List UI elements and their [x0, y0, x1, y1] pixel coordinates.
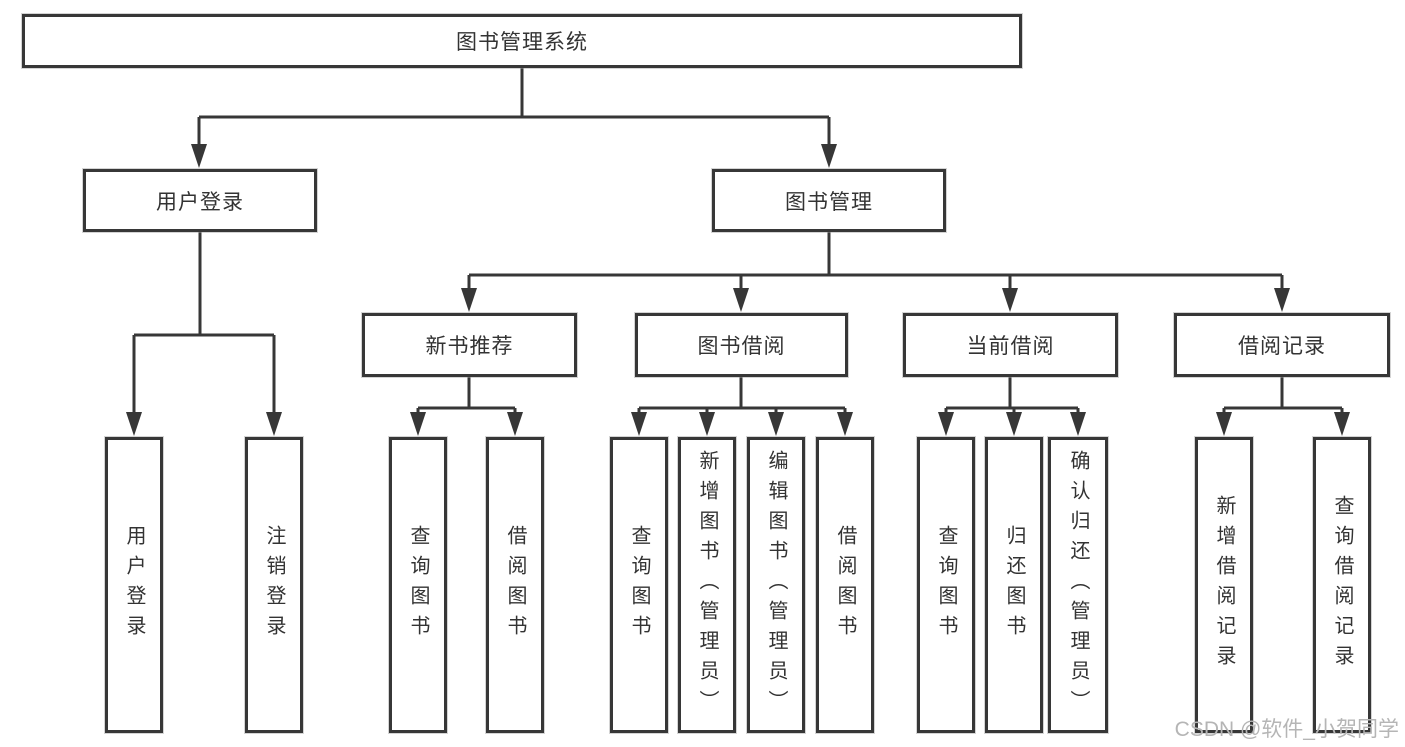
leaf-label: 注销登录 [263, 525, 285, 645]
node-user-login: 用户登录 [83, 169, 317, 232]
node-new-book-recommendation: 新书推荐 [362, 313, 577, 377]
leaf-label: 借阅图书 [834, 525, 856, 645]
arrowhead-icon [191, 144, 207, 168]
arrowhead-icon [631, 412, 647, 436]
node-label: 用户登录 [156, 190, 244, 214]
node-label: 图书借阅 [697, 335, 786, 358]
leaf-label: 查询图书 [407, 525, 429, 645]
connector-newbookrec-to-leaves [416, 377, 517, 414]
leaf-label: 新增图书（管理员） [696, 450, 718, 720]
arrowhead-icon [507, 412, 523, 436]
node-current-borrowing: 当前借阅 [903, 313, 1118, 377]
arrowhead-icon [821, 144, 837, 168]
leaf-query-books-borrowing: 查询图书 [610, 437, 668, 733]
arrowhead-icon [837, 412, 853, 436]
arrowhead-icon [699, 412, 715, 436]
connector-userlogin-to-leaves [132, 232, 276, 414]
leaf-edit-books-admin: 编辑图书（管理员） [747, 437, 805, 733]
node-label: 新书推荐 [425, 335, 514, 358]
arrowhead-icon [1070, 412, 1086, 436]
node-label: 当前借阅 [966, 335, 1055, 358]
arrowhead-icon [1006, 412, 1022, 436]
arrowhead-icon [733, 288, 749, 312]
leaf-borrow-books-borrowing: 借阅图书 [816, 437, 874, 733]
arrowhead-icon [1002, 288, 1018, 312]
arrowhead-icon [1334, 412, 1350, 436]
leaf-return-books: 归还图书 [985, 437, 1043, 733]
leaf-user-login: 用户登录 [105, 437, 163, 733]
leaf-label: 用户登录 [123, 525, 145, 645]
node-book-management: 图书管理 [712, 169, 946, 232]
leaf-label: 确认归还（管理员） [1067, 450, 1089, 720]
arrowhead-icon [266, 412, 282, 436]
leaf-confirm-return-admin: 确认归还（管理员） [1048, 437, 1108, 733]
leaf-query-books-current: 查询图书 [917, 437, 975, 733]
leaf-add-books-admin: 新增图书（管理员） [678, 437, 736, 733]
leaf-label: 查询图书 [628, 525, 650, 645]
connector-bookborrow-to-leaves [637, 377, 847, 414]
arrowhead-icon [1216, 412, 1232, 436]
arrowhead-icon [938, 412, 954, 436]
csdn-watermark: CSDN @软件_小贺同学 [1174, 718, 1399, 741]
node-label: 图书管理系统 [456, 31, 588, 54]
leaf-query-books-recommend: 查询图书 [389, 437, 447, 733]
leaf-query-borrow-record: 查询借阅记录 [1313, 437, 1371, 733]
leaf-label: 新增借阅记录 [1213, 495, 1235, 675]
connector-currentborrow-to-leaves [944, 377, 1080, 414]
connector-root-to-level2 [197, 68, 831, 146]
arrowhead-icon [768, 412, 784, 436]
node-library-management-system: 图书管理系统 [22, 14, 1022, 68]
arrowhead-icon [410, 412, 426, 436]
leaf-label: 查询图书 [935, 525, 957, 645]
arrowhead-icon [1274, 288, 1290, 312]
leaf-logout: 注销登录 [245, 437, 303, 733]
connector-bookmgmt-to-level3 [467, 232, 1284, 290]
node-label: 借阅记录 [1238, 335, 1326, 358]
node-label: 图书管理 [785, 190, 873, 214]
arrowhead-icon [461, 288, 477, 312]
node-borrow-records: 借阅记录 [1174, 313, 1390, 377]
leaf-label: 查询借阅记录 [1331, 495, 1353, 675]
arrowhead-icon [126, 412, 142, 436]
arrowheads [126, 144, 1350, 436]
leaf-label: 借阅图书 [504, 525, 526, 645]
connector-borrowrecords-to-leaves [1222, 377, 1344, 414]
leaf-label: 归还图书 [1003, 525, 1025, 645]
leaf-borrow-books-recommend: 借阅图书 [486, 437, 544, 733]
node-book-borrowing: 图书借阅 [635, 313, 848, 377]
leaf-add-borrow-record: 新增借阅记录 [1195, 437, 1253, 733]
leaf-label: 编辑图书（管理员） [765, 450, 787, 720]
